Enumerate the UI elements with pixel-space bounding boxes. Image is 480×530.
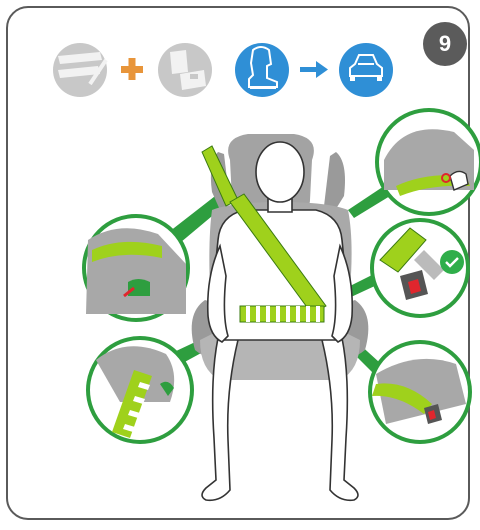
- detail-lap-guide-left: [88, 338, 192, 442]
- car-icon: [339, 43, 393, 97]
- detail-lap-guide-right: [370, 342, 470, 442]
- plus-icon: [121, 58, 143, 80]
- detail-shoulder-guide-top: [377, 110, 480, 214]
- booster-seat-icon: [235, 43, 289, 97]
- detail-shoulder-guide-left: [84, 216, 188, 320]
- belt-strap-icon: [53, 43, 107, 97]
- check-icon: [440, 250, 464, 274]
- buckle-icon: [158, 43, 212, 97]
- arrow-icon: [300, 61, 328, 78]
